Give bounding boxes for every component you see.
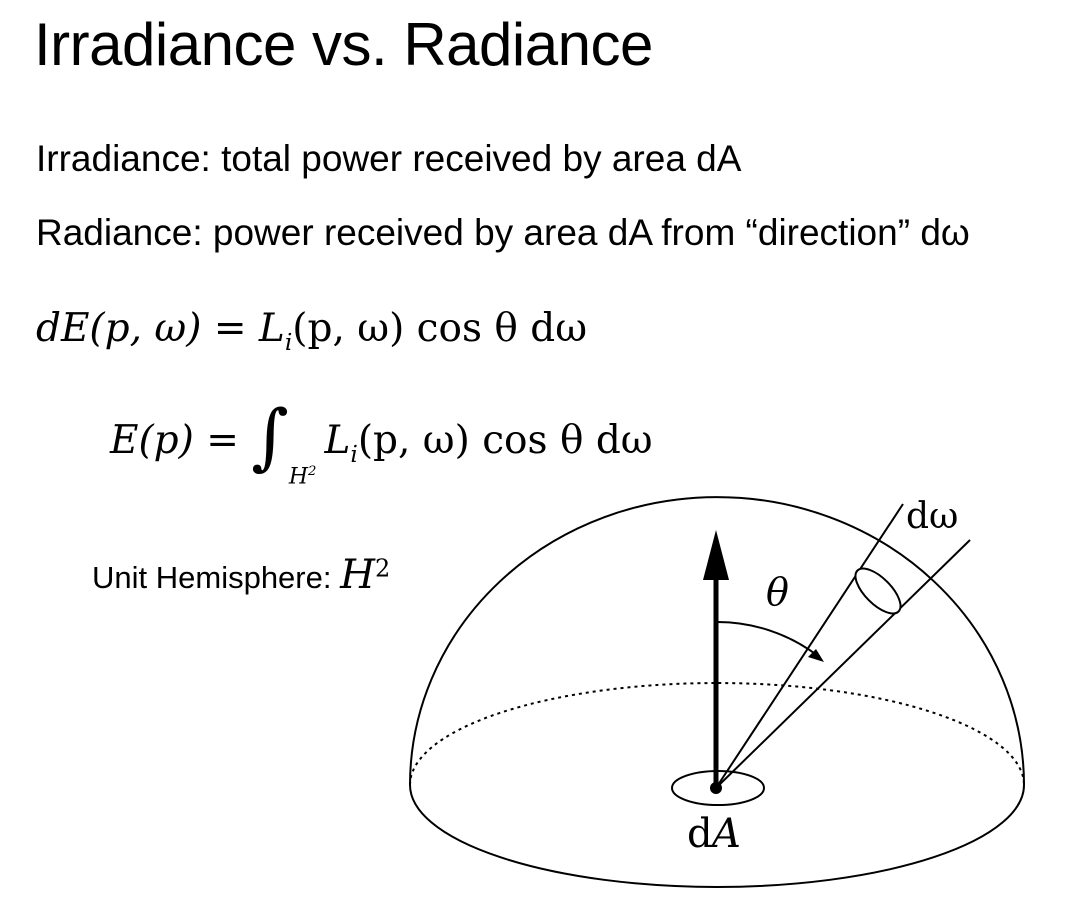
hemisphere-base-front bbox=[409, 784, 1025, 888]
cone-line-left bbox=[715, 503, 904, 789]
irradiance-differential-equation: dE(p, ω) = Li(p, ω) cos θ dω bbox=[36, 306, 587, 356]
area-label-d: d bbox=[687, 811, 713, 857]
solid-angle-ellipse bbox=[854, 567, 902, 615]
integral-domain-superscript: 2 bbox=[308, 463, 317, 479]
integral-domain: H2 bbox=[289, 464, 317, 489]
irradiance-integral-equation: E(p) = ∫H2Li(p, ω) cos θ dω bbox=[110, 392, 653, 489]
unit-hemisphere-text: Unit Hemisphere: bbox=[92, 560, 341, 595]
unit-hemisphere-symbol: H bbox=[340, 552, 375, 598]
solid-angle-label: dω bbox=[906, 496, 958, 537]
hemisphere-dome bbox=[409, 496, 1025, 786]
integral-domain-symbol: H bbox=[288, 464, 309, 489]
area-point bbox=[710, 782, 722, 794]
hemisphere-base-back bbox=[409, 682, 1025, 786]
unit-hemisphere-superscript: 2 bbox=[374, 554, 391, 583]
theta-arc-arrowhead bbox=[808, 649, 824, 662]
area-patch bbox=[671, 770, 765, 806]
eq1-radiance-subscript: i bbox=[284, 327, 293, 356]
eq1-lhs: dE(p, ω) = bbox=[36, 306, 259, 351]
unit-hemisphere-label: Unit Hemisphere: H2 bbox=[92, 552, 390, 598]
theta-label: θ bbox=[766, 570, 789, 614]
eq2-integrand: (p, ω) cos θ dω bbox=[357, 418, 653, 463]
eq1-rhs: (p, ω) cos θ dω bbox=[292, 306, 588, 351]
eq2-radiance-symbol: L bbox=[324, 418, 351, 463]
area-label-a: A bbox=[708, 811, 741, 857]
eq1-radiance-symbol: L bbox=[258, 306, 285, 351]
normal-arrowhead bbox=[703, 530, 729, 580]
eq2-lhs: E(p) = bbox=[110, 418, 252, 463]
eq2-radiance-subscript: i bbox=[350, 439, 358, 468]
theta-arc bbox=[715, 620, 819, 657]
irradiance-definition: Irradiance: total power received by area… bbox=[36, 138, 742, 179]
slide-title: Irradiance vs. Radiance bbox=[34, 11, 653, 78]
cone-line-right bbox=[715, 539, 971, 789]
integral-sign: ∫ bbox=[251, 394, 289, 478]
radiance-definition: Radiance: power received by area dA from… bbox=[36, 212, 970, 253]
